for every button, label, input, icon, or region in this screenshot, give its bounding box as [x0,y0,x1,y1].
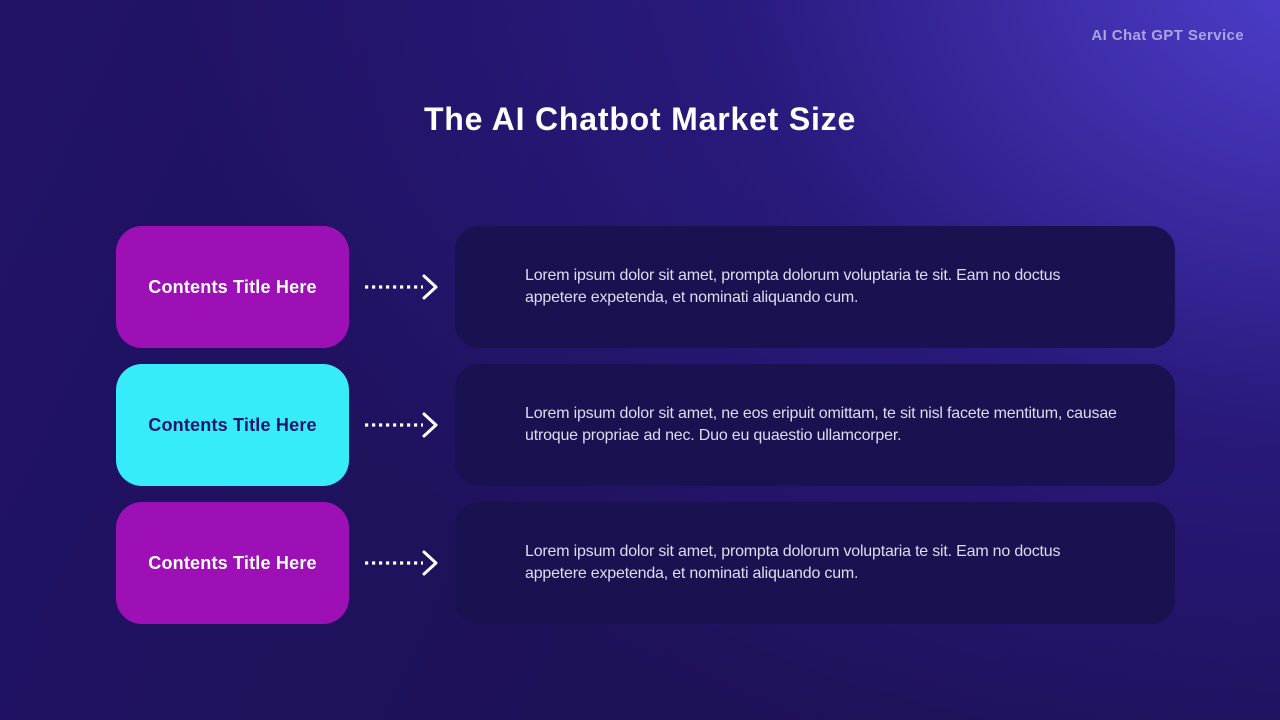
content-title-box-3: Contents Title Here [116,502,349,624]
dotted-arrow-icon [365,412,438,438]
arrow-cell-2 [349,364,455,486]
description-panel-3: Lorem ipsum dolor sit amet, prompta dolo… [455,502,1175,624]
brand-label: AI Chat GPT Service [1091,27,1244,44]
arrow-cell-1 [349,226,455,348]
description-text: Lorem ipsum dolor sit amet, prompta dolo… [525,267,1061,306]
content-row-1: Contents Title Here Lorem ipsum dolor si… [116,226,1175,348]
arrow-cell-3 [349,502,455,624]
description-text: Lorem ipsum dolor sit amet, prompta dolo… [525,543,1061,582]
content-title-box-1: Contents Title Here [116,226,349,348]
description-text: Lorem ipsum dolor sit amet, ne eos eripu… [525,405,1117,444]
content-row-3: Contents Title Here Lorem ipsum dolor si… [116,502,1175,624]
description-panel-2: Lorem ipsum dolor sit amet, ne eos eripu… [455,364,1175,486]
content-rows: Contents Title Here Lorem ipsum dolor si… [116,226,1175,624]
dotted-arrow-icon [365,550,438,576]
description-panel-1: Lorem ipsum dolor sit amet, prompta dolo… [455,226,1175,348]
content-row-2: Contents Title Here Lorem ipsum dolor si… [116,364,1175,486]
dotted-arrow-icon [365,274,438,300]
slide-title: The AI Chatbot Market Size [423,101,857,137]
content-title-box-2: Contents Title Here [116,364,349,486]
